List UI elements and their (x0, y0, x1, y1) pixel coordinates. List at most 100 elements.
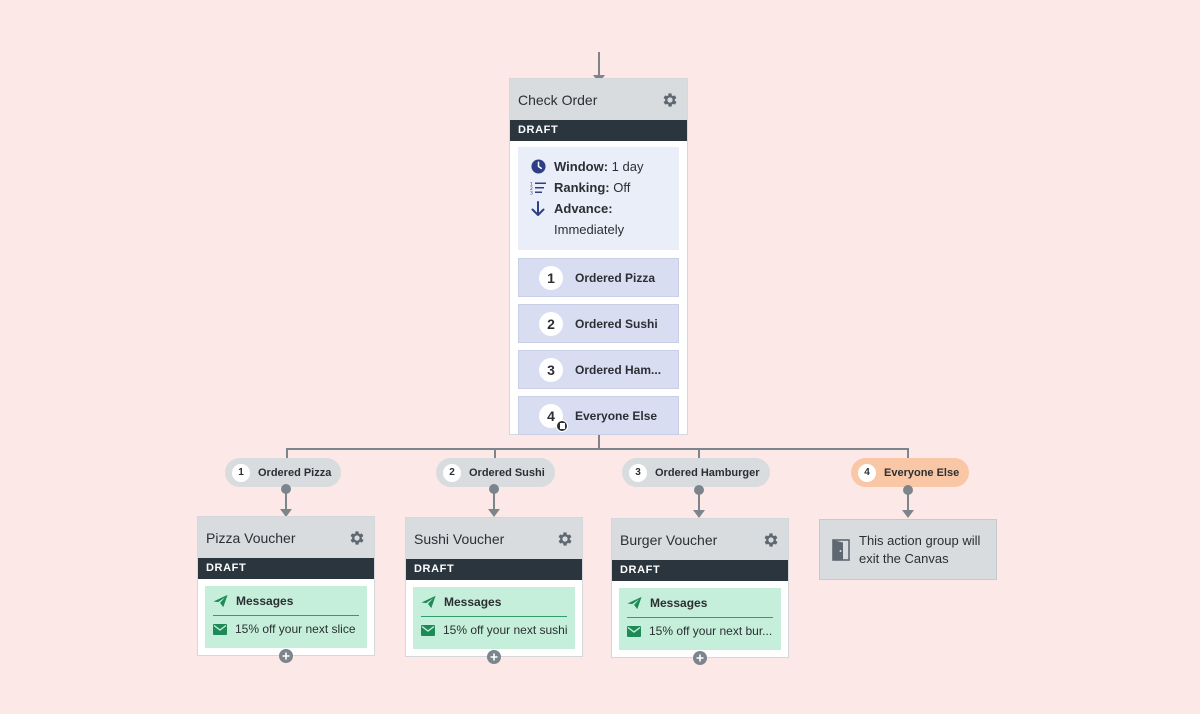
exit-door-icon (832, 538, 850, 561)
path-number: 3 (539, 357, 563, 382)
messages-step[interactable]: Messages 15% off your next slice (205, 586, 367, 648)
path-label: Ordered Pizza (575, 270, 656, 285)
voucher-header: Pizza Voucher (198, 517, 374, 558)
svg-text:1: 1 (530, 181, 533, 187)
window-label: Window: (554, 159, 609, 174)
connector-line (907, 493, 909, 511)
connector-arrowhead (488, 509, 500, 517)
messages-label: Messages (236, 594, 294, 608)
path-button-ordered-pizza[interactable]: 1 Ordered Pizza (518, 258, 679, 297)
connector-arrowhead (693, 510, 705, 518)
svg-text:3: 3 (530, 190, 533, 195)
voucher-status: DRAFT (198, 558, 374, 579)
sushi-voucher-card[interactable]: Sushi Voucher DRAFT Messages 15% off you… (405, 517, 583, 657)
message-item[interactable]: 15% off your next slice (213, 616, 359, 642)
branch-pill-ordered-pizza[interactable]: 1 Ordered Pizza (225, 458, 342, 487)
email-icon (627, 625, 641, 637)
branch-drop-1 (286, 448, 288, 460)
path-button-ordered-sushi[interactable]: 2 Ordered Sushi (518, 304, 679, 343)
message-text: 15% off your next slice (235, 622, 356, 636)
message-text: 15% off your next bur... (649, 624, 773, 638)
check-order-title: Check Order (518, 91, 598, 108)
check-order-status: DRAFT (510, 120, 687, 141)
connector-line (493, 492, 495, 510)
branch-pill-everyone-else[interactable]: 4 Everyone Else (851, 458, 970, 487)
branch-label: Ordered Sushi (469, 466, 545, 479)
burger-voucher-card[interactable]: Burger Voucher DRAFT Messages 15% off yo… (611, 518, 789, 658)
voucher-header: Burger Voucher (612, 519, 788, 560)
messages-title: Messages (213, 592, 359, 610)
messages-step[interactable]: Messages 15% off your next sushi (413, 587, 575, 649)
messages-step[interactable]: Messages 15% off your next bur... (619, 588, 781, 650)
messages-title: Messages (627, 594, 773, 612)
path-button-ordered-hamburger[interactable]: 3 Ordered Ham... (518, 350, 679, 389)
exit-card-text: This action group will exit the Canvas (859, 532, 980, 568)
gear-icon[interactable] (556, 530, 574, 548)
path-number: 4 (539, 403, 568, 432)
path-number: 1 (539, 265, 563, 290)
path-number: 2 (539, 311, 563, 336)
message-item[interactable]: 15% off your next bur... (627, 618, 773, 644)
trunk-connector (598, 435, 600, 449)
message-item[interactable]: 15% off your next sushi (421, 617, 567, 643)
branch-pill-ordered-hamburger[interactable]: 3 Ordered Hamburger (622, 458, 770, 487)
entry-connector (598, 52, 600, 76)
path-label: Ordered Ham... (575, 362, 662, 377)
messages-divider (213, 615, 359, 616)
path-label: Everyone Else (575, 408, 658, 423)
email-icon (421, 624, 435, 636)
branch-number: 2 (443, 463, 461, 482)
connector-dot (694, 485, 704, 495)
path-label: Ordered Sushi (575, 316, 658, 331)
branch-label: Ordered Pizza (258, 466, 332, 479)
message-text: 15% off your next sushi (443, 623, 567, 637)
gear-icon[interactable] (661, 91, 679, 109)
send-icon (627, 596, 642, 610)
arrow-down-icon (530, 198, 546, 219)
connector-dot (281, 484, 291, 494)
window-value: 1 day (608, 159, 644, 174)
add-step-button[interactable] (487, 650, 501, 664)
branch-label: Everyone Else (884, 466, 960, 479)
email-icon (213, 623, 227, 635)
voucher-title: Pizza Voucher (206, 529, 296, 546)
branch-bar (286, 448, 909, 450)
exit-card-line2: exit the Canvas (859, 550, 949, 566)
connector-arrowhead (902, 510, 914, 518)
path-number-text: 4 (547, 407, 555, 424)
plus-icon (282, 652, 290, 660)
add-step-button[interactable] (279, 649, 293, 663)
messages-divider (627, 617, 773, 618)
exit-card-line1: This action group will (859, 532, 981, 548)
exit-canvas-card[interactable]: This action group will exit the Canvas (819, 519, 997, 580)
svg-text:2: 2 (530, 186, 533, 192)
advance-value: Immediately (554, 222, 625, 237)
messages-label: Messages (650, 596, 708, 610)
add-step-button[interactable] (693, 651, 707, 665)
send-icon (213, 594, 228, 608)
connector-dot (489, 484, 499, 494)
voucher-status: DRAFT (406, 559, 582, 580)
path-button-everyone-else[interactable]: 4 Everyone Else (518, 396, 679, 435)
plus-icon (696, 654, 704, 662)
branch-drop-3 (698, 448, 700, 460)
gear-icon[interactable] (348, 529, 366, 547)
branch-pill-ordered-sushi[interactable]: 2 Ordered Sushi (436, 458, 555, 487)
plus-icon (490, 653, 498, 661)
voucher-title: Sushi Voucher (414, 530, 505, 547)
voucher-header: Sushi Voucher (406, 518, 582, 559)
branch-number: 3 (629, 463, 647, 482)
check-order-header: Check Order (510, 79, 687, 120)
connector-line (285, 492, 287, 510)
pizza-voucher-card[interactable]: Pizza Voucher DRAFT Messages 15% off you… (197, 516, 375, 656)
send-icon (421, 595, 436, 609)
branch-number: 1 (232, 463, 250, 482)
messages-divider (421, 616, 567, 617)
voucher-status: DRAFT (612, 560, 788, 581)
gear-icon[interactable] (762, 531, 780, 549)
exit-badge-icon (556, 419, 568, 432)
messages-label: Messages (444, 595, 502, 609)
